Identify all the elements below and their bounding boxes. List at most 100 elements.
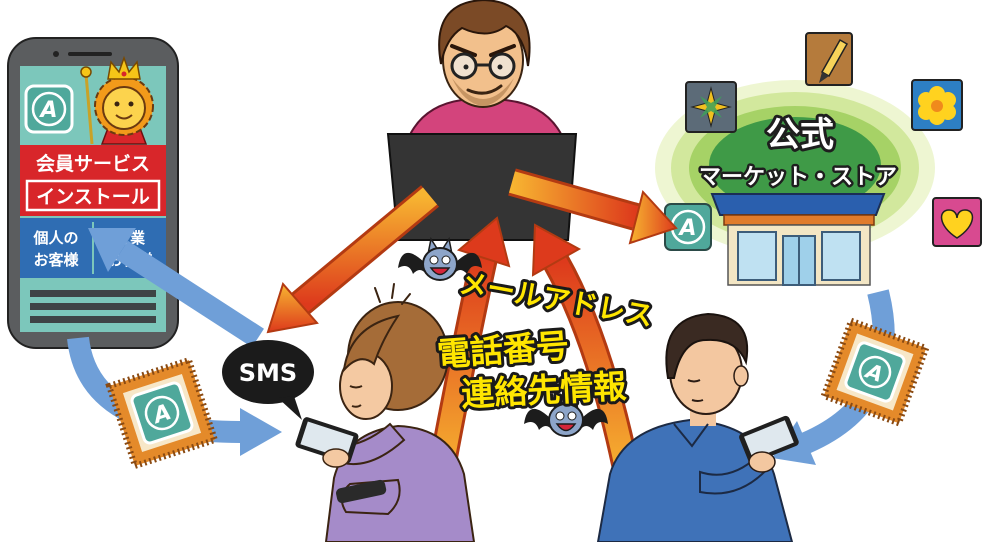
- man-hair: [665, 312, 749, 379]
- malware-bat: [524, 393, 608, 437]
- flower-icon: [911, 79, 963, 131]
- bat-wing-right: [454, 252, 482, 274]
- pencil-icon-body: [820, 38, 849, 78]
- man-eye: [687, 379, 701, 383]
- heart-shape: [940, 209, 974, 239]
- man-collar: [673, 423, 709, 448]
- pencil-icon: [805, 32, 853, 86]
- flower-petal: [918, 92, 934, 108]
- bat-mouth: [555, 423, 577, 432]
- arrow-hacker-to-store-fill: [509, 171, 639, 228]
- woman-user: [295, 283, 476, 542]
- mascot-scepter: [84, 73, 94, 145]
- personal-customer-line1: 個人の: [32, 229, 78, 247]
- malware-bat: [398, 237, 482, 281]
- phone-app-icon-letter: A: [38, 98, 57, 123]
- arrow-man-data-fill: [546, 256, 639, 481]
- arrow-hacker-to-user-fill: [292, 187, 438, 313]
- man-mouth: [691, 399, 704, 402]
- bat-eye-left: [429, 255, 439, 265]
- store-title: 公式: [766, 115, 834, 155]
- bat-body: [422, 247, 458, 281]
- mascot-scepter-orb: [80, 66, 92, 78]
- hacker-smirk: [466, 84, 503, 95]
- bat-mouth: [429, 267, 451, 276]
- malicious-app-icon-ring: [144, 395, 180, 431]
- compass-icon: [685, 81, 737, 133]
- malicious-app-icon-tile: [844, 341, 906, 403]
- sms-bubble-tail: [278, 396, 302, 420]
- member-service-label: 会員サービス: [36, 152, 150, 175]
- arrow-phone-to-woman-head: [240, 408, 282, 456]
- hacker-stubble: [452, 78, 514, 106]
- hacker-eye-left: [463, 64, 469, 70]
- compass-icon-star-inner: [700, 96, 722, 118]
- arrow-man-data-head: [531, 223, 582, 277]
- bat-eye-right: [441, 255, 451, 265]
- heart-icon: [932, 197, 982, 247]
- store-building: [710, 193, 886, 286]
- personal-customer-line2: お客様: [33, 251, 79, 269]
- sms-bubble-shape: [222, 340, 314, 404]
- arrow-hacker-to-user-head: [266, 281, 319, 334]
- flower-center: [931, 100, 943, 112]
- hacker-hair: [438, 0, 531, 67]
- bat-eye-left: [555, 411, 565, 421]
- store-roof: [710, 193, 886, 216]
- bat-body: [548, 403, 584, 437]
- smartphone: A 会員サービス インストール 個人の お客様 企業 お客様: [7, 37, 179, 349]
- bat-wing-left: [524, 408, 552, 430]
- mascot-crown: [107, 55, 141, 80]
- bat-wing-right: [580, 408, 608, 430]
- placeholder-bar: [30, 303, 156, 310]
- woman-wristband: [336, 479, 387, 504]
- hacker-laptop: [386, 133, 578, 241]
- app-a-icon-letter: A: [677, 216, 696, 241]
- hacker-eyebrow-left: [450, 44, 477, 57]
- store-window-left: [737, 231, 777, 281]
- hacker-eyebrow-right: [489, 44, 516, 57]
- man-hand: [748, 451, 776, 473]
- pencil-icon-tip: [819, 72, 829, 83]
- flower-petal: [940, 92, 956, 108]
- sms-speech-bubble: SMS: [222, 340, 314, 420]
- bat-wing-left: [398, 252, 426, 274]
- official-market-store: 公式 マーケット・ストア: [655, 32, 982, 286]
- stolen-phone-number-label: 電話番号: [436, 326, 570, 374]
- hacker-eye-right: [497, 64, 503, 70]
- placeholder-bar: [30, 316, 156, 323]
- store-window-right: [821, 231, 861, 281]
- king-lion-mascot: [80, 55, 154, 145]
- mascot-mouth: [115, 114, 133, 120]
- man-smartphone: [739, 415, 799, 464]
- woman-sweat-mark: [374, 283, 411, 305]
- man-ear: [733, 365, 749, 387]
- arrow-woman-to-phone-head: [88, 228, 136, 272]
- arrow-hacker-to-store-head: [628, 189, 678, 245]
- malicious-app-icon-tile: [130, 381, 194, 445]
- mascot-eye-left: [114, 101, 120, 107]
- sms-label: SMS: [239, 359, 297, 387]
- man-user: [596, 312, 799, 542]
- man-phone-screen: [744, 420, 794, 459]
- phone-app-icon-ring: [31, 91, 67, 127]
- store-ring-center: [709, 117, 881, 213]
- woman-hand: [322, 448, 350, 468]
- install-button: [25, 179, 161, 212]
- woman-eye: [349, 385, 363, 389]
- phone-app-icon: A: [24, 84, 74, 134]
- placeholder-bar: [30, 290, 156, 297]
- store-fascia: [723, 214, 875, 226]
- malicious-app-package: A: [819, 316, 931, 428]
- malicious-app-package: A: [105, 356, 219, 470]
- mascot-face: [102, 86, 146, 130]
- mascot-crown-jewel: [121, 71, 127, 77]
- arrow-woman-to-phone-shaft: [116, 240, 264, 348]
- install-button-label: インストール: [36, 186, 150, 208]
- woman-bangs: [342, 314, 401, 374]
- mascot-eye-right: [128, 101, 134, 107]
- phone-camera: [53, 51, 59, 57]
- store-subtitle: マーケット・ストア: [699, 165, 897, 190]
- malicious-app-icon-ring: [858, 355, 892, 389]
